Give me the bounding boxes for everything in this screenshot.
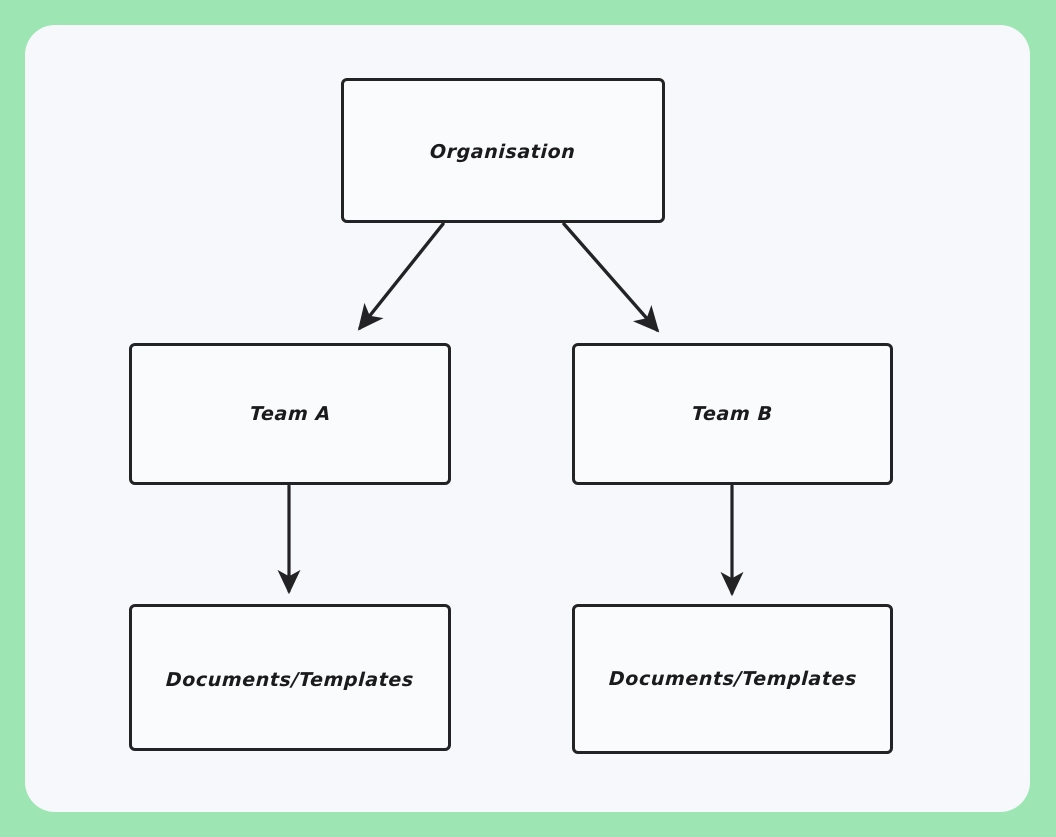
node-organisation-label: Organisation	[429, 140, 577, 163]
edge-organisation-to-team-b	[562, 222, 660, 333]
node-documents-templates-a-label: Documents/Templates	[165, 668, 415, 691]
node-team-b[interactable]: Team B	[572, 343, 893, 485]
node-documents-templates-b[interactable]: Documents/Templates	[572, 604, 893, 754]
edge-organisation-to-team-a	[357, 222, 445, 331]
node-team-a-label: Team A	[248, 403, 332, 425]
node-organisation[interactable]: Organisation	[341, 78, 665, 223]
node-documents-templates-a[interactable]: Documents/Templates	[129, 604, 451, 751]
node-documents-templates-b-label: Documents/Templates	[607, 668, 858, 690]
node-team-a[interactable]: Team A	[129, 343, 451, 485]
node-team-b-label: Team B	[691, 403, 774, 425]
